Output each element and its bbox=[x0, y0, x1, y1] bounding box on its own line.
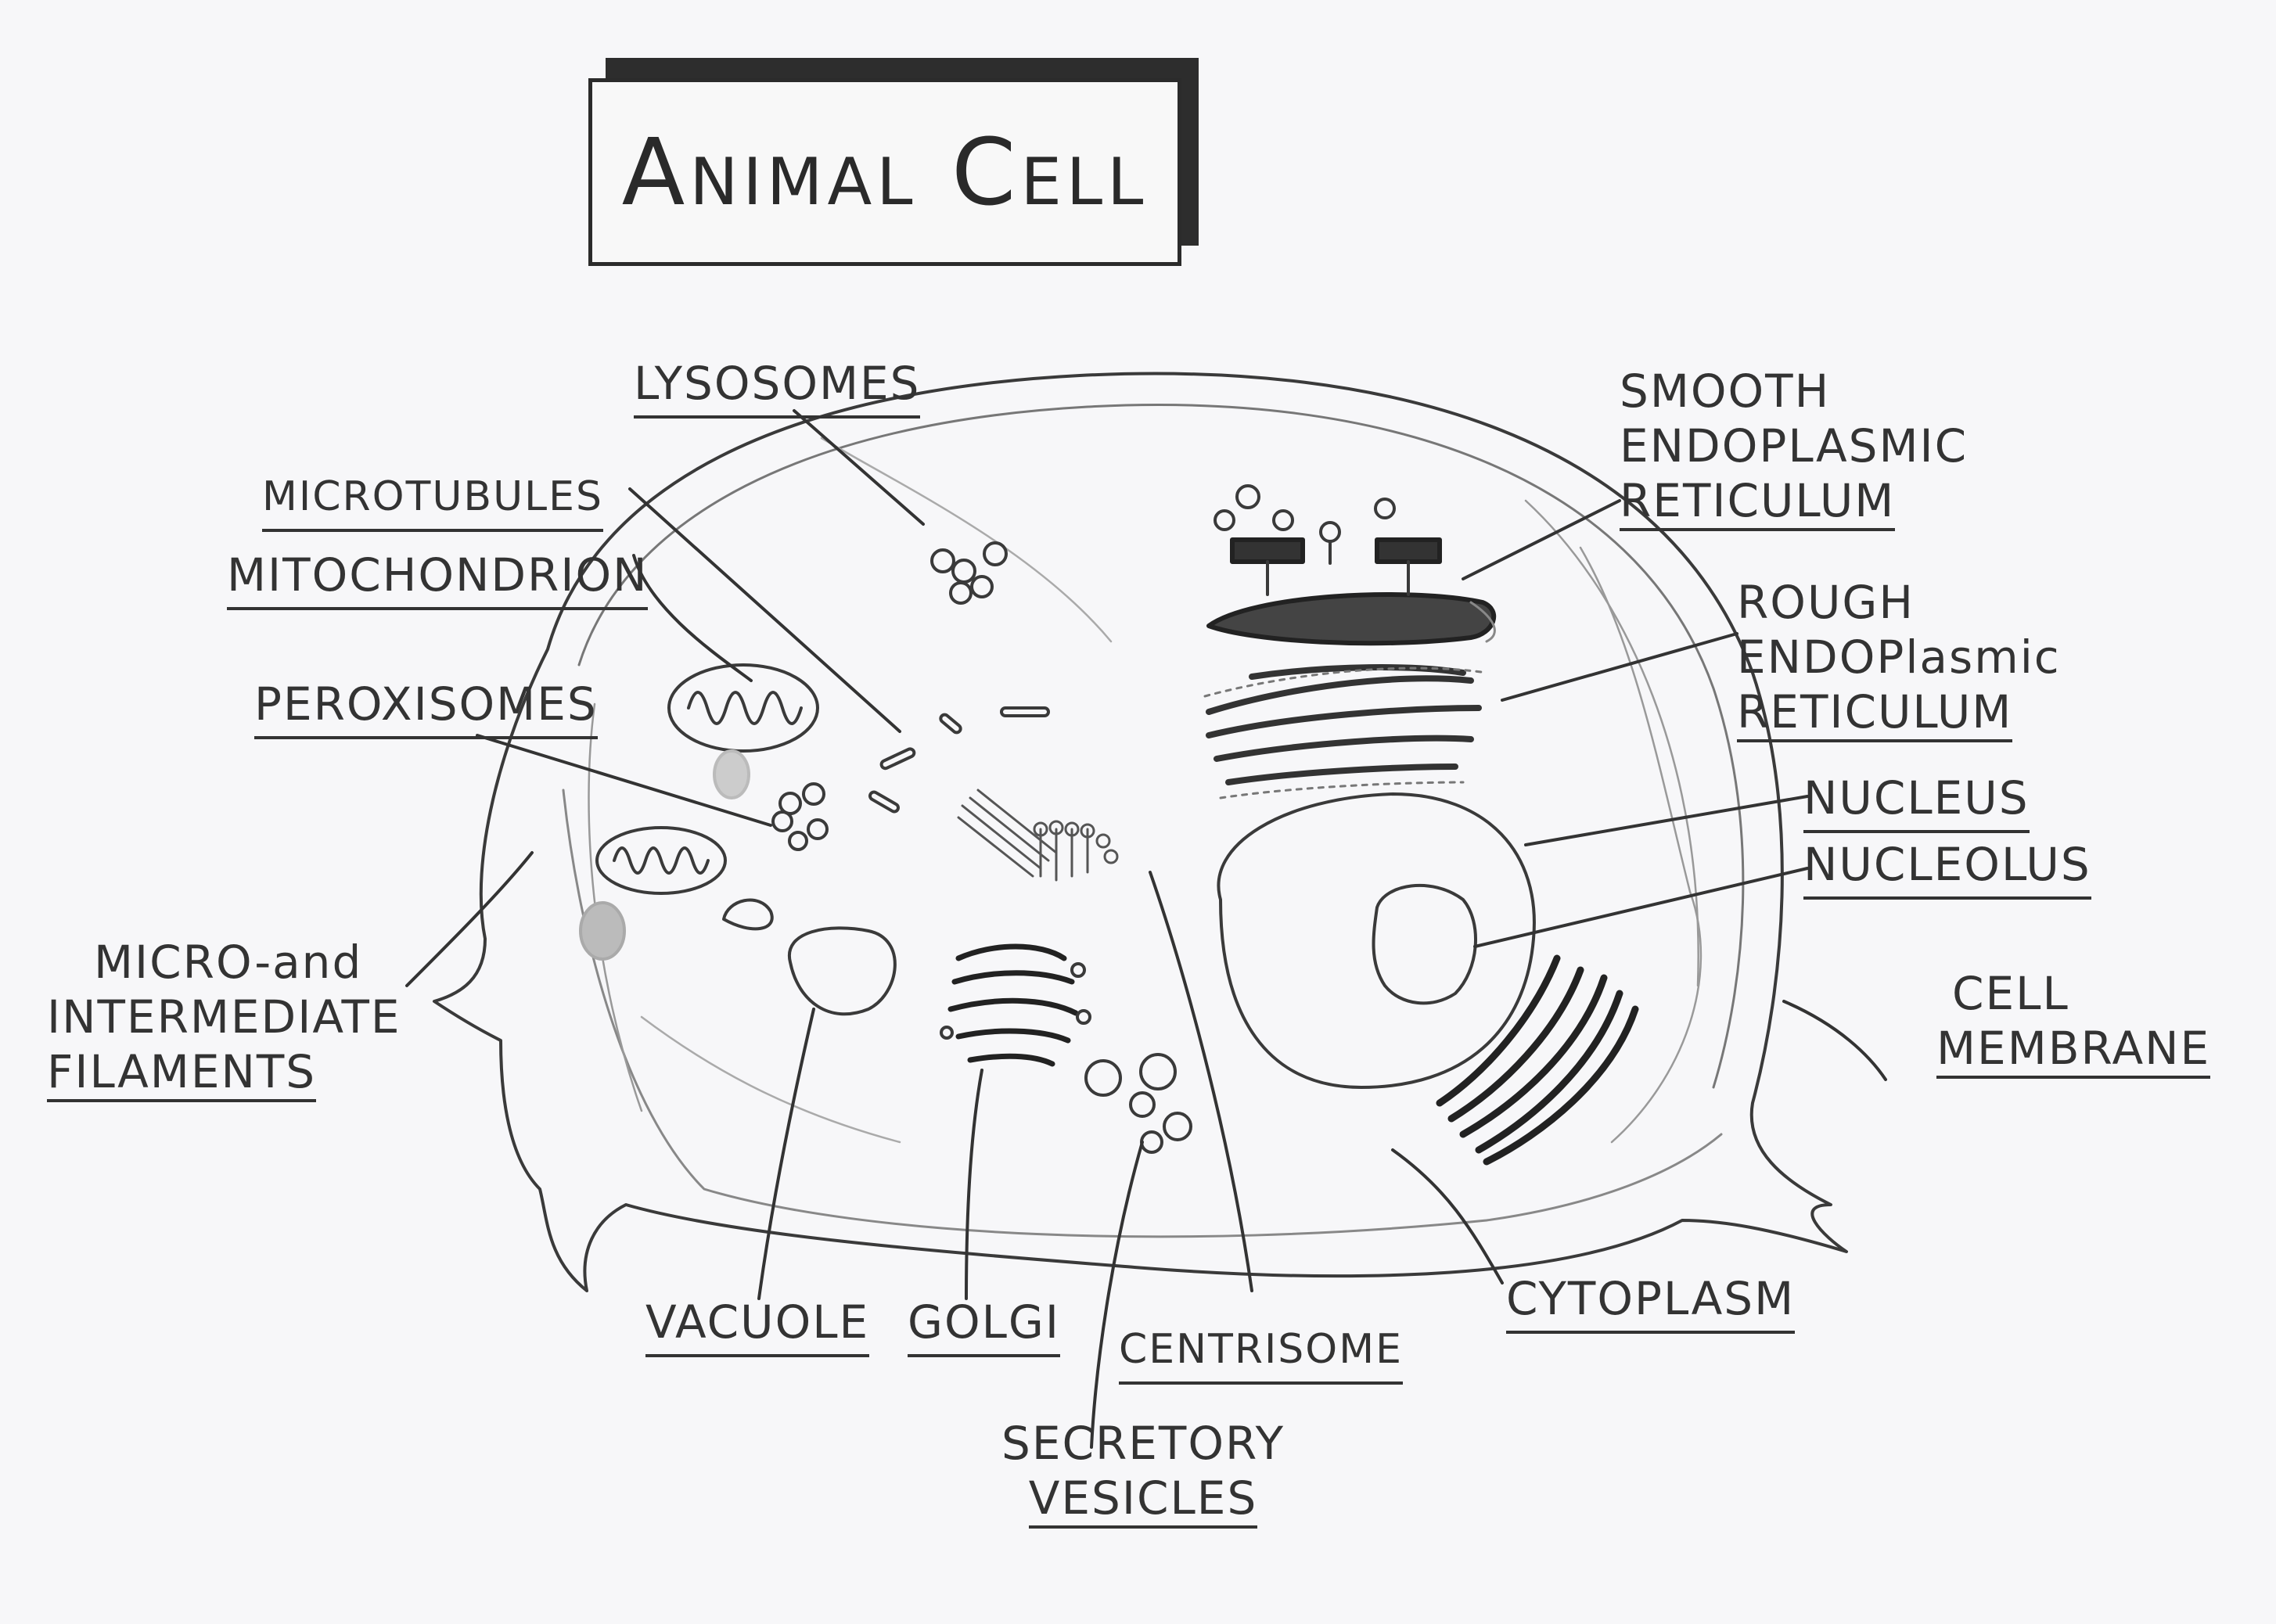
title-box: Animal Cell bbox=[588, 78, 1181, 266]
diagram-title: Animal Cell bbox=[621, 118, 1149, 226]
centrosome-bundle bbox=[957, 789, 1119, 882]
label-cell-membrane-line-1: CELL bbox=[1952, 967, 2069, 1020]
label-smooth-er: SMOOTH ENDOPLASMIC RETICULUM bbox=[1620, 364, 1968, 531]
label-filaments-line-2: INTERMEDIATE bbox=[47, 990, 401, 1044]
label-mitochondrion: MITOCHONDRION bbox=[227, 548, 649, 610]
vacuole-shape bbox=[787, 926, 897, 1016]
label-lysosomes: LYSOSOMES bbox=[634, 356, 921, 419]
label-filaments: MICRO-and INTERMEDIATE FILAMENTS bbox=[47, 935, 401, 1102]
cell-membrane-outline bbox=[433, 372, 1848, 1292]
label-golgi: GOLGI bbox=[908, 1295, 1060, 1357]
label-rough-er-line-2: ENDOPlasmic bbox=[1737, 631, 2061, 684]
mitochondrion-1 bbox=[667, 663, 819, 753]
label-filaments-line-3: FILAMENTS bbox=[47, 1044, 317, 1102]
label-cell-membrane-line-2: MEMBRANE bbox=[1936, 1021, 2211, 1079]
label-secretory-vesicles-line-2: VESICLES bbox=[1028, 1471, 1258, 1529]
label-secretory-vesicles: SECRETORY VESICLES bbox=[1001, 1416, 1285, 1529]
golgi-stack bbox=[947, 943, 1079, 1067]
nucleus-shape bbox=[1217, 792, 1536, 1089]
label-microtubules: MICROTUBULES bbox=[262, 469, 603, 532]
label-vacuole: VACUOLE bbox=[645, 1295, 870, 1357]
label-rough-er-line-1: ROUGH bbox=[1737, 576, 1915, 629]
label-cytoplasm: CYTOPLASM bbox=[1506, 1271, 1796, 1334]
label-secretory-vesicles-line-1: SECRETORY bbox=[1001, 1417, 1285, 1470]
smooth-er bbox=[1206, 537, 1497, 646]
label-smooth-er-line-3: RETICULUM bbox=[1620, 473, 1896, 531]
label-rough-er: ROUGH ENDOPlasmic RETICULUM bbox=[1737, 575, 2061, 742]
label-smooth-er-line-2: ENDOPLASMIC bbox=[1620, 419, 1969, 472]
label-cell-membrane: CELL MEMBRANE bbox=[1936, 966, 2211, 1079]
label-peroxisomes: PEROXISOMES bbox=[254, 677, 598, 739]
label-filaments-line-1: MICRO-and bbox=[94, 936, 363, 989]
label-smooth-er-line-1: SMOOTH bbox=[1620, 365, 1831, 418]
mitochondrion-2 bbox=[595, 826, 727, 895]
label-nucleolus: NUCLEOLUS bbox=[1803, 837, 2091, 900]
nucleolus-shape bbox=[1372, 883, 1477, 1005]
label-nucleus: NUCLEUS bbox=[1803, 771, 2030, 833]
label-centrisome: CENTRISOME bbox=[1119, 1322, 1403, 1385]
label-rough-er-line-3: RETICULUM bbox=[1737, 684, 2013, 742]
rough-er bbox=[1206, 664, 1482, 785]
